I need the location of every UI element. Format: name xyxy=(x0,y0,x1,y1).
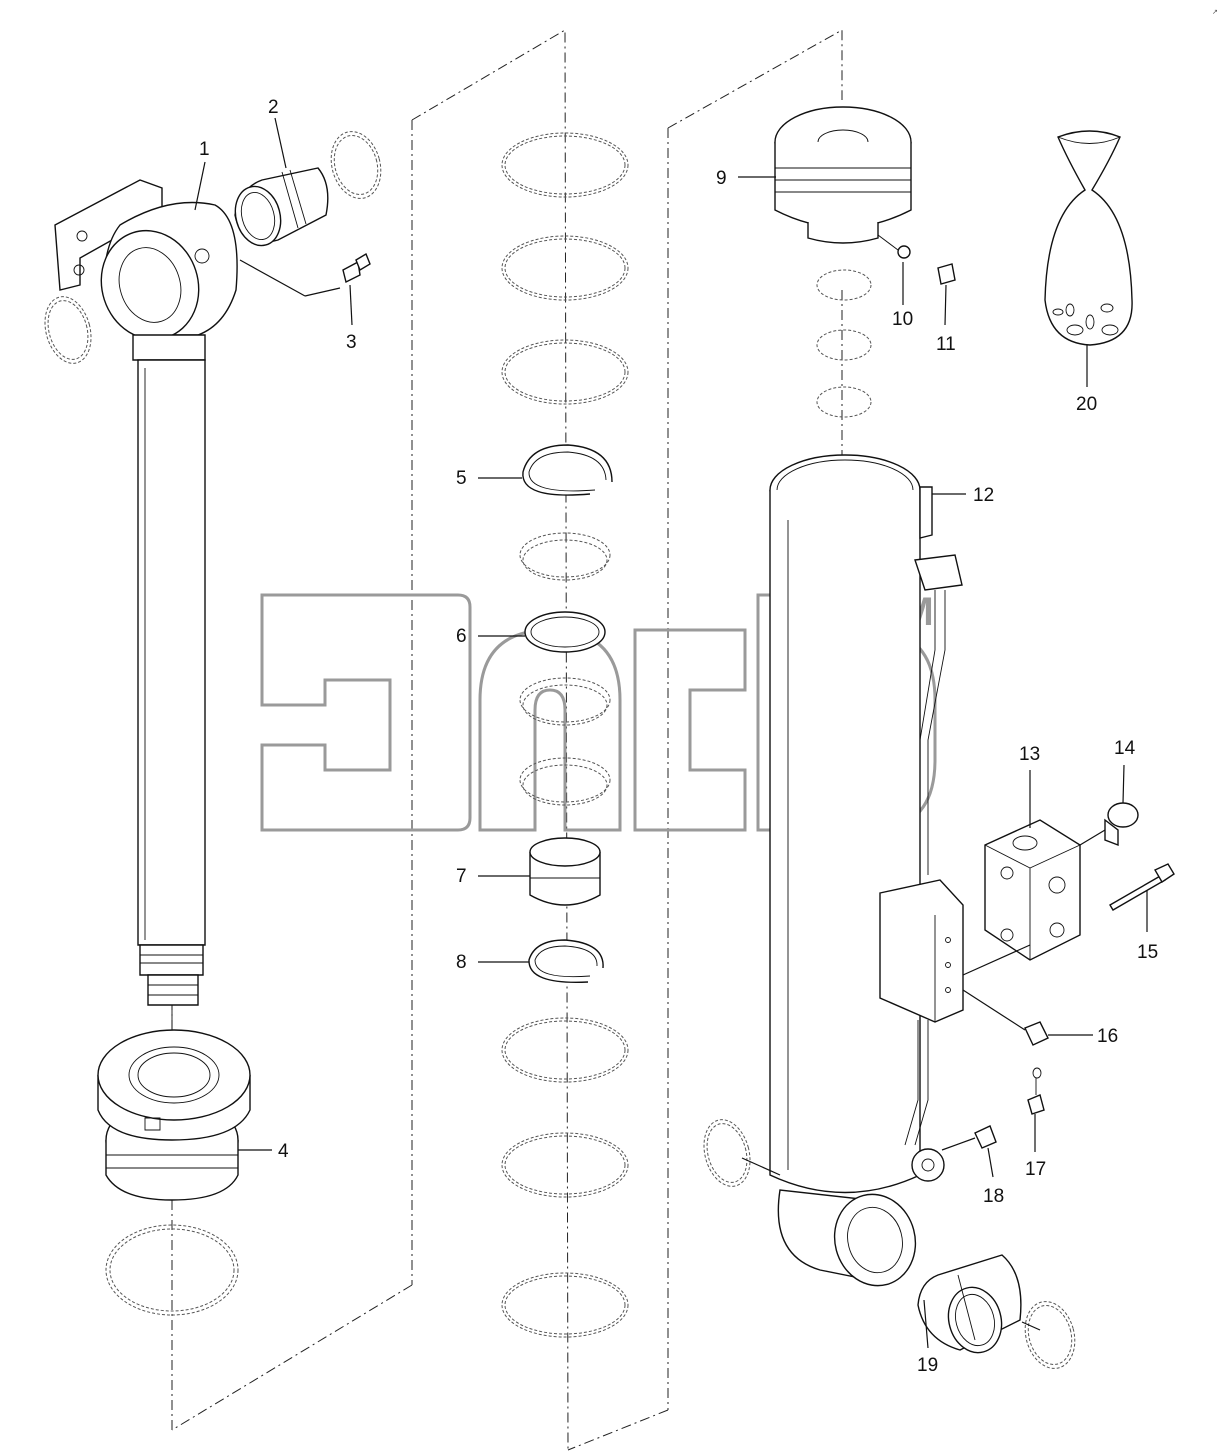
rod-eye-seal-right xyxy=(330,131,382,199)
part-2-bushing xyxy=(234,167,329,247)
callout-17: 17 xyxy=(1025,1159,1046,1180)
callout-10: 10 xyxy=(892,309,913,330)
callout-1: 1 xyxy=(199,139,210,160)
callout-3: 3 xyxy=(346,332,357,353)
part-20-bag xyxy=(1044,130,1133,346)
callout-20: 20 xyxy=(1076,394,1097,415)
corner-mark: ↗ xyxy=(1212,8,1218,16)
callout-13: 13 xyxy=(1019,744,1040,765)
callout-7: 7 xyxy=(456,866,467,887)
part-7-wear-ring xyxy=(529,837,601,906)
tube-eye-seal-right xyxy=(1024,1301,1076,1369)
part-15-bolt xyxy=(1109,863,1175,911)
part-4-gland xyxy=(97,1029,251,1201)
part-13-manifold-block xyxy=(984,819,1081,961)
callout-12: 12 xyxy=(973,485,994,506)
part-5-snap-ring xyxy=(522,444,613,496)
callout-8: 8 xyxy=(456,952,467,973)
callout-4: 4 xyxy=(278,1141,289,1162)
part-8-snap-ring xyxy=(528,939,604,984)
callout-18: 18 xyxy=(983,1186,1004,1207)
callout-2: 2 xyxy=(268,97,279,118)
exploded-view-frames xyxy=(171,29,843,1451)
callout-labels: 1 2 3 4 5 6 7 8 9 10 11 12 13 14 15 16 1… xyxy=(199,97,1158,1376)
callout-15: 15 xyxy=(1137,942,1158,963)
callout-14: 14 xyxy=(1114,738,1136,759)
middle-seals-column xyxy=(501,132,629,1338)
part-10-ball xyxy=(877,234,911,259)
part-9-piston xyxy=(774,106,912,244)
callout-11: 11 xyxy=(936,334,956,355)
part-3-grease-fitting xyxy=(239,252,371,297)
callout-leaders xyxy=(194,117,1148,1349)
callout-5: 5 xyxy=(456,468,467,489)
callout-19: 19 xyxy=(917,1355,938,1376)
piston-rings xyxy=(816,269,872,418)
callout-6: 6 xyxy=(456,626,467,647)
part-12-cylinder-tube xyxy=(769,454,964,1287)
part-11-plug xyxy=(937,263,956,285)
part-19-bushing xyxy=(917,1254,1022,1354)
gland-seal-bottom xyxy=(105,1224,239,1316)
part-14-plug xyxy=(1104,802,1139,847)
callout-9: 9 xyxy=(716,168,727,189)
tube-eye-seal-left xyxy=(703,1119,751,1187)
part-16-plug xyxy=(1024,1021,1049,1046)
part-6-ring xyxy=(524,611,606,653)
part-17-check-valve xyxy=(1027,1067,1045,1115)
part-1-piston-rod xyxy=(54,179,238,1050)
part-18-fitting xyxy=(974,1125,997,1149)
rod-eye-seal-left xyxy=(44,296,92,364)
callout-16: 16 xyxy=(1097,1026,1118,1047)
